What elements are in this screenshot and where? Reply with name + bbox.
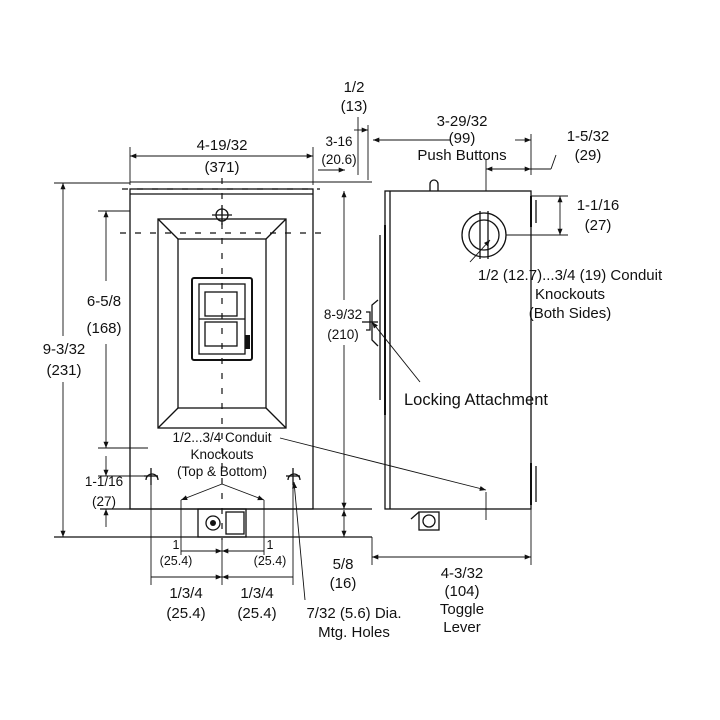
mounting-holes-line-2: Mtg. Holes: [318, 624, 390, 641]
dimension-labels: 4-19/32 (371) 1/2 (13) 3-16 (20.6) 3-29/…: [43, 79, 620, 636]
right-spacing-inches: 1/3/4: [240, 585, 273, 602]
push-buttons-label: Push Buttons: [417, 147, 506, 164]
toggle-lever-mm: (104): [444, 583, 479, 600]
top-bottom-knockouts-line-3: (Top & Bottom): [177, 464, 267, 479]
overall-height-inches: 9-3/32: [43, 341, 86, 358]
top-offset-mm: (13): [341, 98, 368, 115]
push-buttons-inches: 3-29/32: [437, 113, 488, 130]
toggle-lever-label-1: Toggle: [440, 601, 484, 618]
switch-actuator-icon: [191, 277, 253, 361]
knockout-offset-mm: (27): [585, 217, 612, 234]
left-center-inches: 1: [173, 538, 180, 552]
side-knockouts-line-2: Knockouts: [535, 286, 605, 303]
side-offset-mm: (20.6): [321, 152, 356, 167]
base-offset-mm: (16): [330, 575, 357, 592]
right-spacing-mm: (25.4): [237, 605, 276, 622]
locking-attachment-icon: [362, 299, 379, 347]
side-view: [362, 179, 537, 531]
callout-labels: 1/2 (12.7)...3/4 (19) Conduit Knockouts …: [172, 267, 663, 641]
top-offset-inches: 1/2: [344, 79, 365, 96]
dimension-lines: [54, 117, 568, 601]
overall-width-inches: 4-19/32: [197, 137, 248, 154]
knockout-offset-inches: 1-1/16: [577, 197, 620, 214]
left-center-mm: (25.4): [160, 554, 193, 568]
side-height-inches: 8-9/32: [324, 307, 362, 322]
side-knockouts-line-1: 1/2 (12.7)...3/4 (19) Conduit: [478, 267, 663, 284]
left-spacing-inches: 1/3/4: [169, 585, 202, 602]
side-knockouts-line-3: (Both Sides): [529, 305, 612, 322]
bottom-conduit-knockout-icon: [197, 508, 247, 538]
cover-plate: [157, 218, 287, 429]
toggle-lever-label-2: Lever: [443, 619, 481, 636]
button-width-mm: (29): [575, 147, 602, 164]
base-offset-inches: 5/8: [333, 556, 354, 573]
overall-width-mm: (371): [204, 159, 239, 176]
side-height-mm: (210): [327, 327, 359, 342]
toggle-lever-inches: 4-3/32: [441, 565, 484, 582]
bottom-hole-offset-inches: 1-1/16: [85, 474, 123, 489]
toggle-lever-icon: [410, 511, 440, 531]
mounting-height-inches: 6-5/8: [87, 293, 121, 310]
top-bottom-knockouts-line-2: Knockouts: [190, 447, 253, 462]
front-view: [54, 178, 372, 540]
mounting-height-mm: (168): [86, 320, 121, 337]
overall-height-mm: (231): [46, 362, 81, 379]
right-center-inches: 1: [267, 538, 274, 552]
button-width-inches: 1-5/32: [567, 128, 610, 145]
top-bottom-knockouts-line-1: 1/2...3/4 Conduit: [172, 430, 271, 445]
bottom-mounting-hole-left-icon: [144, 468, 159, 485]
side-conduit-knockout-icon: [461, 211, 507, 259]
side-enclosure-outline: [384, 190, 532, 510]
mounting-holes-line-1: 7/32 (5.6) Dia.: [306, 605, 401, 622]
push-buttons-mm: (99): [449, 130, 476, 147]
side-offset-inches: 3-16: [325, 134, 352, 149]
left-spacing-mm: (25.4): [166, 605, 205, 622]
locking-attachment-label: Locking Attachment: [404, 391, 548, 409]
bottom-hole-offset-mm: (27): [92, 494, 116, 509]
bottom-mounting-hole-right-icon: [286, 468, 301, 485]
right-center-mm: (25.4): [254, 554, 287, 568]
